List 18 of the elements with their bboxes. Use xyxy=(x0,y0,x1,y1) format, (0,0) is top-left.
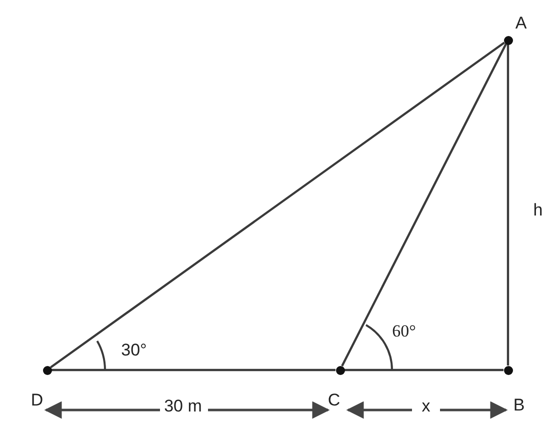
triangle-side xyxy=(341,44,507,366)
triangle-side xyxy=(52,368,336,372)
point-dot xyxy=(504,36,512,44)
dimension-label: x xyxy=(422,398,430,414)
point-label: B xyxy=(513,396,525,414)
point-label: A xyxy=(515,14,527,32)
point-dot xyxy=(42,366,52,374)
triangle-side xyxy=(506,44,510,366)
point-label: C xyxy=(328,392,340,408)
angle-label: 60° xyxy=(392,322,416,340)
angle-label: 30° xyxy=(121,342,147,358)
dimension-label: h xyxy=(533,202,543,218)
dimension-label: 30 m xyxy=(164,398,202,414)
triangle-side xyxy=(344,368,504,372)
point-dot xyxy=(504,366,512,374)
point-label: D xyxy=(30,392,44,408)
point-dot xyxy=(336,366,344,374)
triangle-side xyxy=(50,42,505,368)
